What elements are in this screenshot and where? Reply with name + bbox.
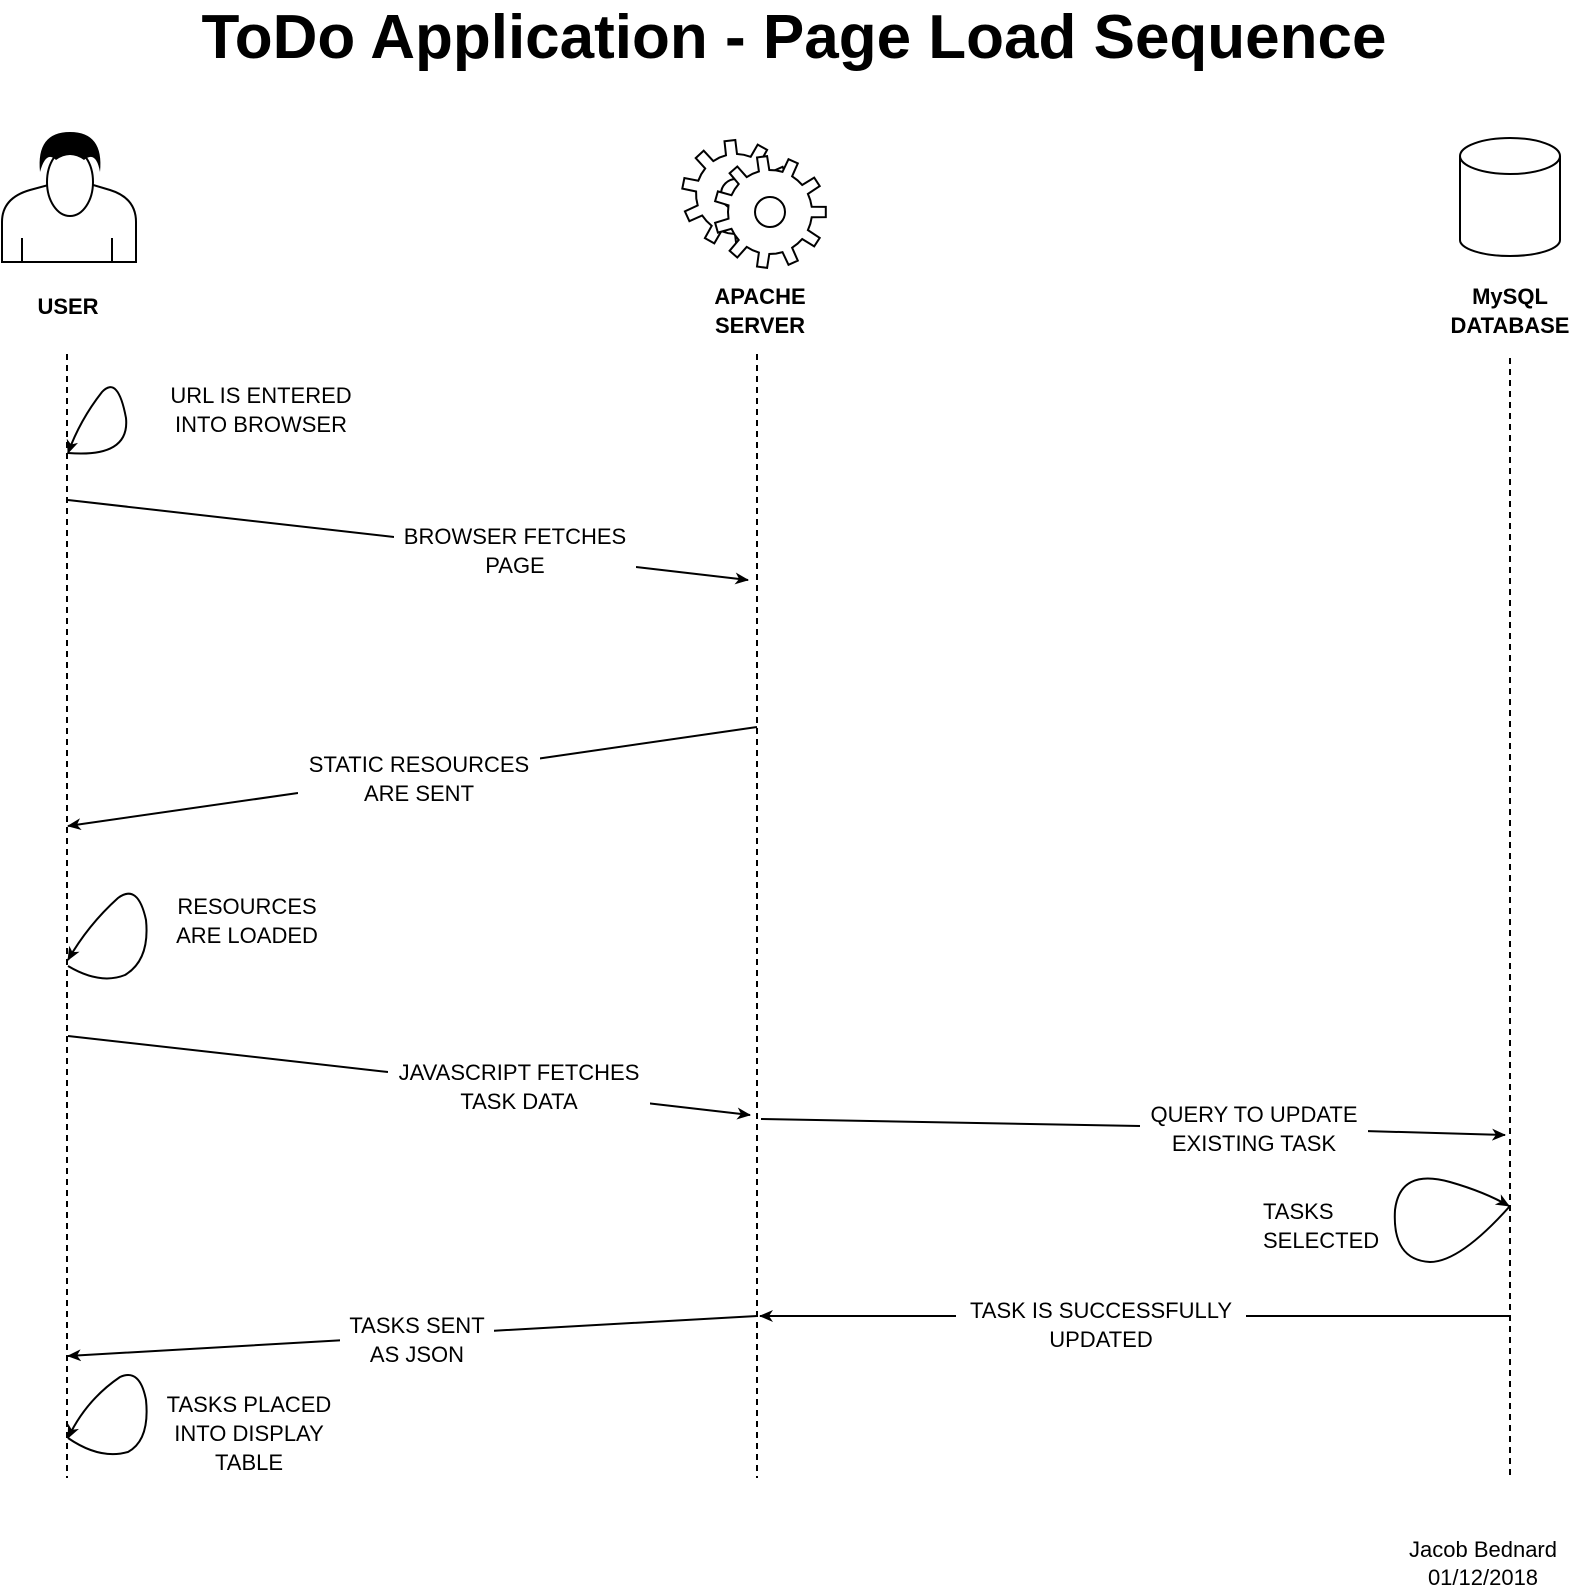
- author-date: 01/12/2018: [1427, 1565, 1539, 1590]
- self-message-tasks-selected: [1393, 1177, 1511, 1264]
- message-label: BROWSER FETCHES PAGE: [394, 522, 636, 580]
- self-message-resources-loaded: [67, 892, 148, 980]
- message-label: JAVASCRIPT FETCHES TASK DATA: [388, 1058, 650, 1116]
- message-label: RESOURCES ARE LOADED: [176, 894, 318, 948]
- self-message-url-entered: [66, 386, 128, 455]
- actor-label-server: APACHE SERVER: [714, 284, 806, 338]
- message-label: URL IS ENTERED INTO BROWSER: [170, 383, 352, 437]
- database-icon: [1459, 137, 1561, 257]
- message-label: STATIC RESOURCES ARE SENT: [298, 750, 540, 808]
- message-tasks-sent-json: [68, 1315, 758, 1356]
- gear-hole: [754, 196, 786, 228]
- actor-label-user: USER: [37, 294, 99, 319]
- gear-icon: [681, 138, 827, 270]
- message-label: QUERY TO UPDATE EXISTING TASK: [1140, 1100, 1368, 1158]
- user-icon: [1, 132, 137, 263]
- message-javascript-fetches-task-data: [67, 1035, 750, 1115]
- message-query-update-task: [760, 1118, 1505, 1135]
- message-label: TASKS SELECTED: [1263, 1199, 1380, 1253]
- actor-label-database: MySQL DATABASE: [1450, 284, 1570, 338]
- author-block: Jacob Bednard 01/12/2018: [1388, 1536, 1578, 1592]
- message-browser-fetches-page: [67, 499, 748, 580]
- message-label: TASKS SENT AS JSON: [340, 1311, 494, 1369]
- message-label: TASKS PLACED INTO DISPLAY TABLE: [166, 1392, 332, 1475]
- self-message-tasks-placed: [67, 1374, 148, 1456]
- diagram-title: ToDo Application - Page Load Sequence: [201, 3, 1387, 72]
- message-static-resources-sent: [68, 726, 758, 826]
- author-name: Jacob Bednard: [1409, 1537, 1557, 1562]
- message-label: TASK IS SUCCESSFULLY UPDATED: [956, 1296, 1246, 1354]
